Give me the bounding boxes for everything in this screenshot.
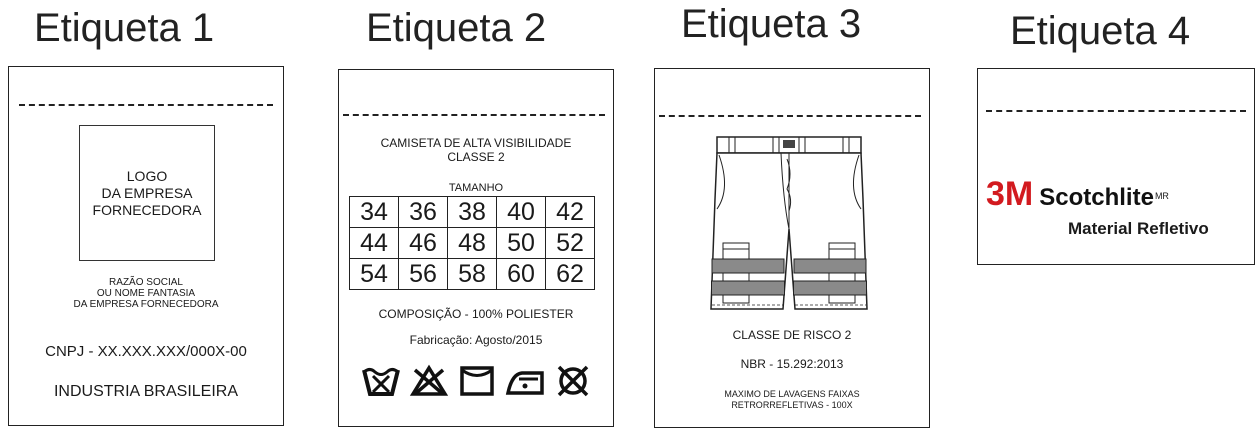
no-dry-clean-icon xyxy=(557,365,589,397)
company-name: RAZÃO SOCIAL OU NOME FANTASIA DA EMPRESA… xyxy=(9,277,283,310)
product-line: CAMISETA DE ALTA VISIBILIDADE xyxy=(380,136,572,150)
size-cell: 40 xyxy=(496,196,546,228)
company-line: RAZÃO SOCIAL xyxy=(109,277,183,288)
size-row: 54 56 58 60 62 xyxy=(349,258,595,290)
size-cell: 62 xyxy=(545,258,595,290)
size-cell: 58 xyxy=(447,258,497,290)
logo-line: DA EMPRESA xyxy=(101,184,193,201)
etiqueta-3-title: Etiqueta 3 xyxy=(681,2,862,46)
etiqueta-2-title: Etiqueta 2 xyxy=(366,6,547,50)
size-row: 34 36 38 40 42 xyxy=(349,196,595,228)
trademark-mark: MR xyxy=(1154,190,1169,201)
size-cell: 56 xyxy=(398,258,448,290)
size-cell: 34 xyxy=(349,196,399,228)
logo-line: LOGO xyxy=(126,167,168,184)
risk-class: CLASSE DE RISCO 2 xyxy=(732,328,852,342)
size-cell: 38 xyxy=(447,196,497,228)
fold-line xyxy=(343,114,605,116)
etiqueta-3: CLASSE DE RISCO 2 NBR - 15.292:2013 MAXI… xyxy=(654,68,930,428)
size-cell: 44 xyxy=(349,227,399,259)
wash-tub-icon xyxy=(362,368,400,396)
care-symbols xyxy=(361,364,593,398)
etiqueta-1-title: Etiqueta 1 xyxy=(34,6,215,50)
max-washes: MAXIMO DE LAVAGENS FAIXAS RETRORREFLETIV… xyxy=(655,389,929,411)
size-cell: 52 xyxy=(545,227,595,259)
company-line: OU NOME FANTASIA xyxy=(96,288,196,299)
etiqueta-2: CAMISETA DE ALTA VISIBILIDADE CLASSE 2 T… xyxy=(338,69,614,427)
product-name: CAMISETA DE ALTA VISIBILIDADE CLASSE 2 xyxy=(339,136,613,164)
size-cell: 48 xyxy=(447,227,497,259)
logo-line: FORNECEDORA xyxy=(92,201,202,218)
size-cell: 46 xyxy=(398,227,448,259)
cargo-shorts-illustration xyxy=(710,136,868,310)
material-refletivo: Material Refletivo xyxy=(1068,219,1209,238)
size-row: 44 46 48 50 52 xyxy=(349,227,595,259)
size-header: TAMANHO xyxy=(448,182,504,194)
company-line: DA EMPRESA FORNECEDORA xyxy=(73,299,219,310)
etiqueta-1: LOGO DA EMPRESA FORNECEDORA RAZÃO SOCIAL… xyxy=(8,66,284,426)
iron-icon xyxy=(505,371,544,395)
brand-scotchlite: Scotchlite xyxy=(1039,184,1154,211)
size-cell: 54 xyxy=(349,258,399,290)
tumble-dry-icon xyxy=(460,366,494,396)
size-cell: 60 xyxy=(496,258,546,290)
washes-line: MAXIMO DE LAVAGENS FAIXAS xyxy=(724,389,860,399)
etiqueta-4-title: Etiqueta 4 xyxy=(1010,9,1191,53)
fold-line xyxy=(19,104,273,106)
manufacture-date: Fabricação: Agosto/2015 xyxy=(409,333,543,347)
washes-line: RETRORREFLETIVAS - 100X xyxy=(731,400,853,410)
size-cell: 50 xyxy=(496,227,546,259)
origin-text: INDUSTRIA BRASILEIRA xyxy=(53,383,239,400)
composition-text: COMPOSIÇÃO - 100% POLIESTER xyxy=(378,307,574,321)
product-line: CLASSE 2 xyxy=(447,150,505,164)
fold-line xyxy=(986,110,1246,112)
size-cell: 42 xyxy=(545,196,595,228)
brand-3m: 3M xyxy=(986,175,1034,213)
size-table: 34 36 38 40 42 44 46 48 50 52 54 56 58 6… xyxy=(349,196,595,290)
size-cell: 36 xyxy=(398,196,448,228)
cnpj-text: CNPJ - XX.XXX.XXX/000X-00 xyxy=(45,343,247,360)
fold-line xyxy=(659,115,921,117)
logo-placeholder: LOGO DA EMPRESA FORNECEDORA xyxy=(79,125,215,261)
standard-number: NBR - 15.292:2013 xyxy=(740,357,844,371)
no-bleach-icon xyxy=(409,364,449,396)
